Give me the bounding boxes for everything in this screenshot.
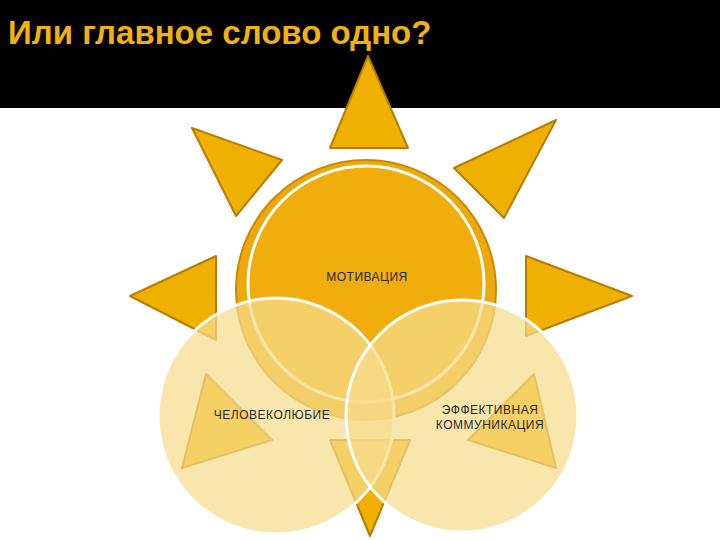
circle-shape [346,300,578,532]
circle-label: ЭФФЕКТИВНАЯ КОММУНИКАЦИЯ [415,403,565,433]
slide-title: Или главное слово одно? [8,14,431,52]
circle-label: МОТИВАЦИЯ [267,270,467,285]
sun-ray [454,120,556,218]
circle-label: ЧЕЛОВЕКОЛЮБИЕ [192,408,352,423]
venn-circle: ЭФФЕКТИВНАЯ КОММУНИКАЦИЯ [344,298,580,534]
sun-ray [526,256,632,336]
sun-ray [330,56,408,148]
